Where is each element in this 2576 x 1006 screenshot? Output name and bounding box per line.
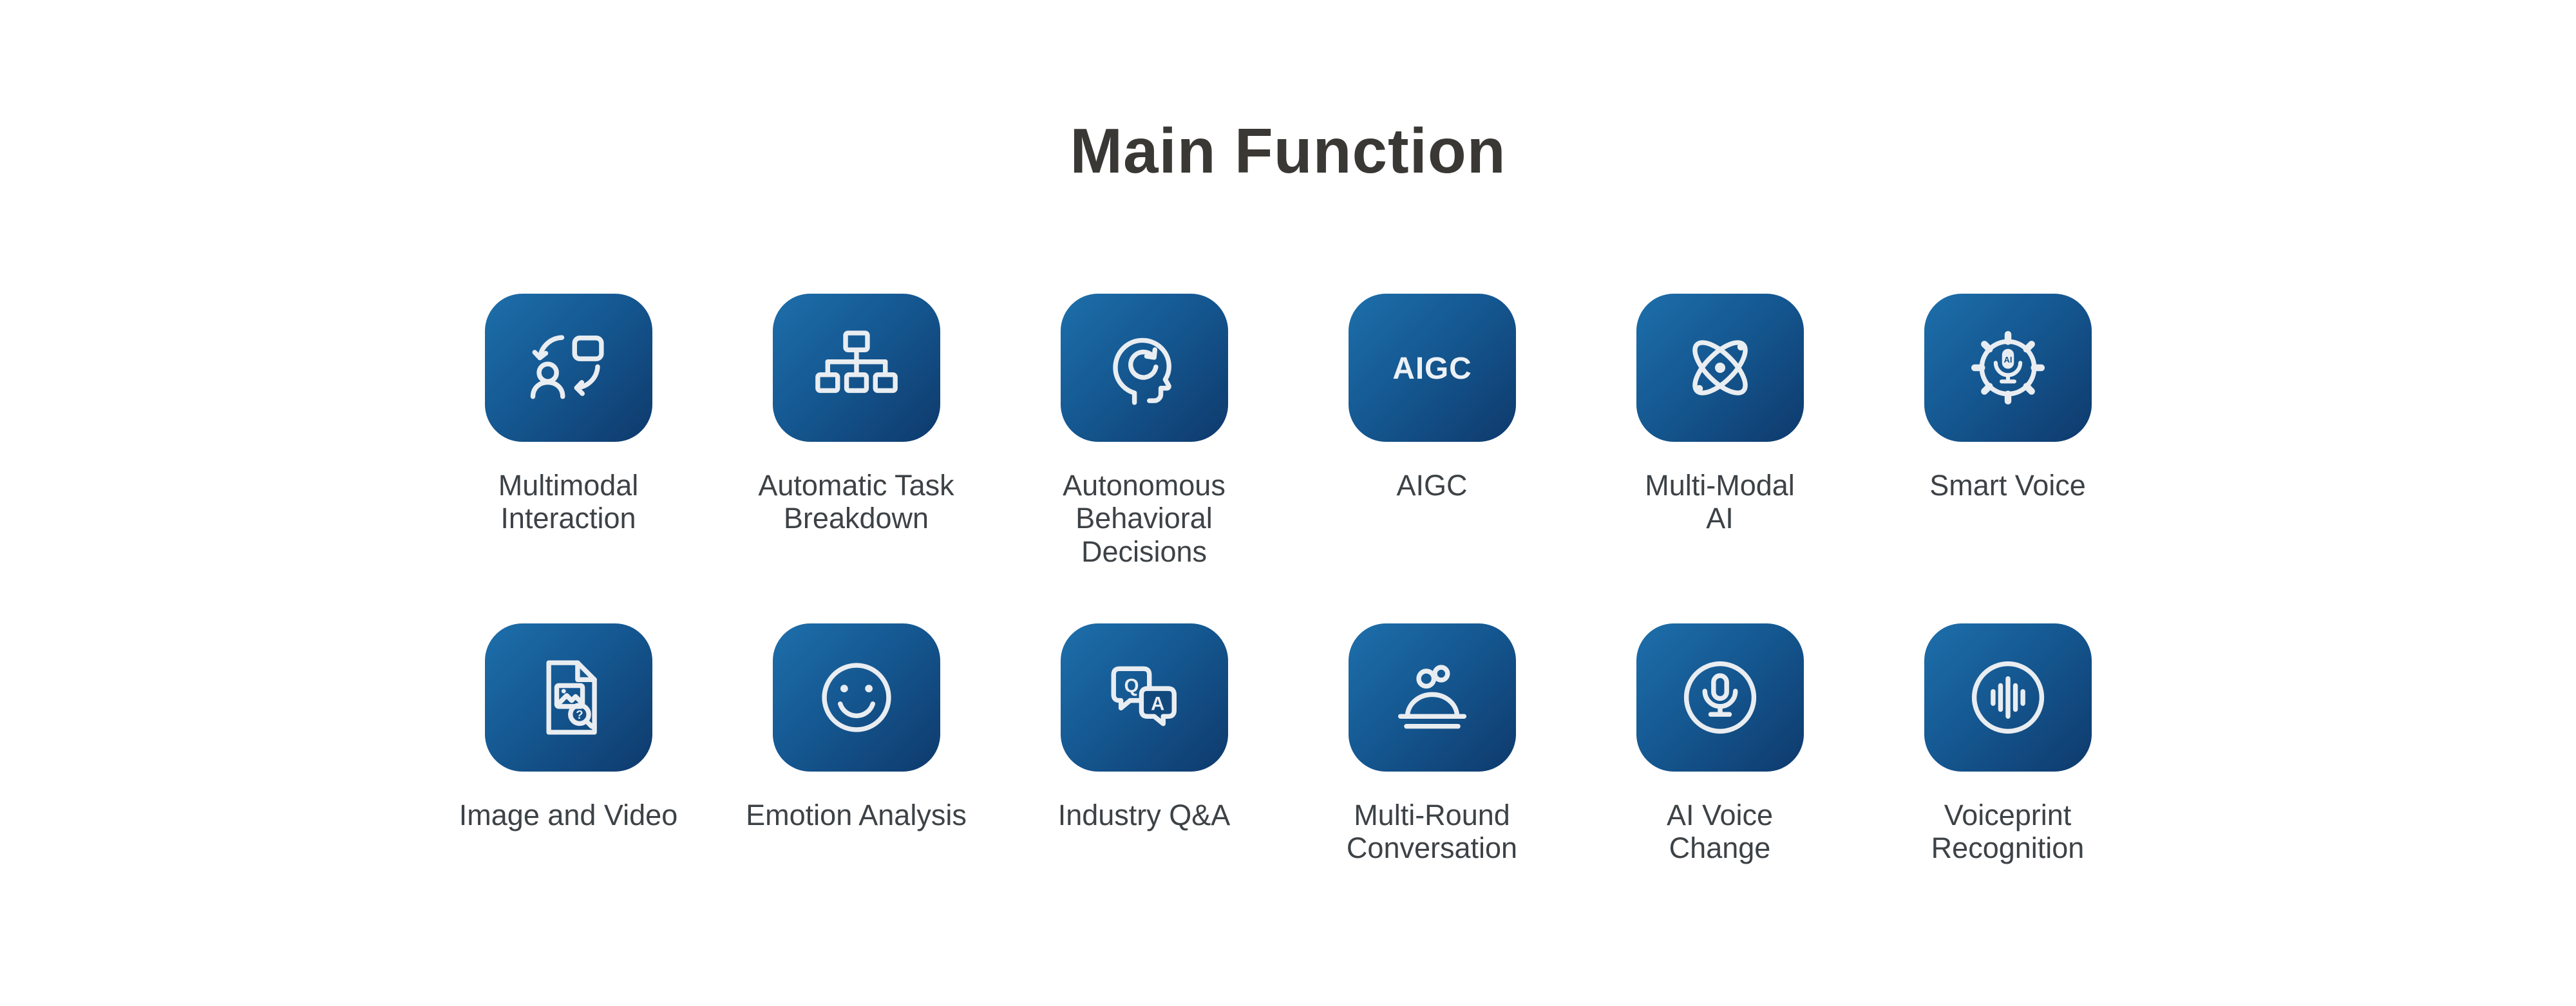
ai-voice-change-tile [1636,623,1804,772]
smart-voice-tile: AI [1924,294,2092,442]
feature-label: Autonomous Behavioral Decisions [1063,469,1226,568]
multimodal-interaction-icon [530,335,604,399]
feature-card-voiceprint-recognition: Voiceprint Recognition [1864,623,2152,953]
svg-text:A: A [1151,693,1164,714]
feature-card-ai-voice-change: AI Voice Change [1576,623,1864,953]
feature-card-image-video: ? Image and Video [424,623,712,953]
feature-card-multi-round-conversation: Multi-Round Conversation [1288,623,1576,953]
gear-mic-icon: AI [1971,330,2045,405]
autonomous-decisions-tile [1060,294,1228,442]
feature-card-industry-qa: Q A Industry Q&A [1000,623,1288,953]
feature-label: AI Voice Change [1666,799,1774,865]
head-refresh-icon [1112,337,1171,405]
feature-label: Voiceprint Recognition [1931,799,2085,865]
feature-label: Multi-Round Conversation [1346,799,1518,865]
feature-card-smart-voice: AI Smart Voice [1864,294,2152,623]
task-breakdown-icon [815,330,898,394]
feature-label: Smart Voice [1929,469,2086,502]
feature-grid: Multimodal Interaction Automatic Task Br… [424,294,2152,953]
feature-label: Multi-Modal AI [1645,469,1795,535]
svg-text:Q: Q [1124,675,1139,696]
aigc-text-icon: AIGC [1392,352,1472,386]
svg-text:?: ? [576,708,583,721]
feature-card-task-breakdown: Automatic Task Breakdown [712,294,1000,623]
voiceprint-waveform-icon [1971,661,2044,734]
svg-text:AI: AI [2003,355,2012,365]
multi-round-conversation-tile [1348,623,1516,772]
atom-icon [1692,340,1748,395]
aigc-tile: AIGC [1348,294,1516,442]
qa-chat-bubbles-icon: Q A [1111,666,1177,726]
smiley-face-icon [821,663,891,732]
feature-label: AIGC [1396,469,1468,502]
feature-label: Multimodal Interaction [498,469,639,535]
voiceprint-recognition-tile [1924,623,2092,772]
feature-label: Industry Q&A [1057,799,1231,831]
svg-text:AIGC: AIGC [1392,352,1472,386]
document-image-search-icon: ? [545,660,597,735]
emotion-analysis-tile [772,623,940,772]
feature-card-multimodal-interaction: Multimodal Interaction [424,294,712,623]
conversation-desk-icon [1397,665,1466,729]
feature-card-emotion-analysis: Emotion Analysis [712,623,1000,953]
page-title: Main Function [1070,115,1506,186]
feature-card-aigc: AIGC AIGC [1288,294,1576,623]
microphone-circle-icon [1683,661,1756,734]
industry-qa-tile: Q A [1060,623,1228,772]
feature-card-multimodal-ai: Multi-Modal AI [1576,294,1864,623]
task-breakdown-tile [772,294,940,442]
feature-label: Emotion Analysis [746,799,967,831]
image-video-tile: ? [484,623,652,772]
multimodal-interaction-tile [484,294,652,442]
feature-card-autonomous-decisions: Autonomous Behavioral Decisions [1000,294,1288,623]
multimodal-ai-tile [1636,294,1804,442]
feature-label: Automatic Task Breakdown [758,469,954,535]
feature-label: Image and Video [459,799,678,831]
